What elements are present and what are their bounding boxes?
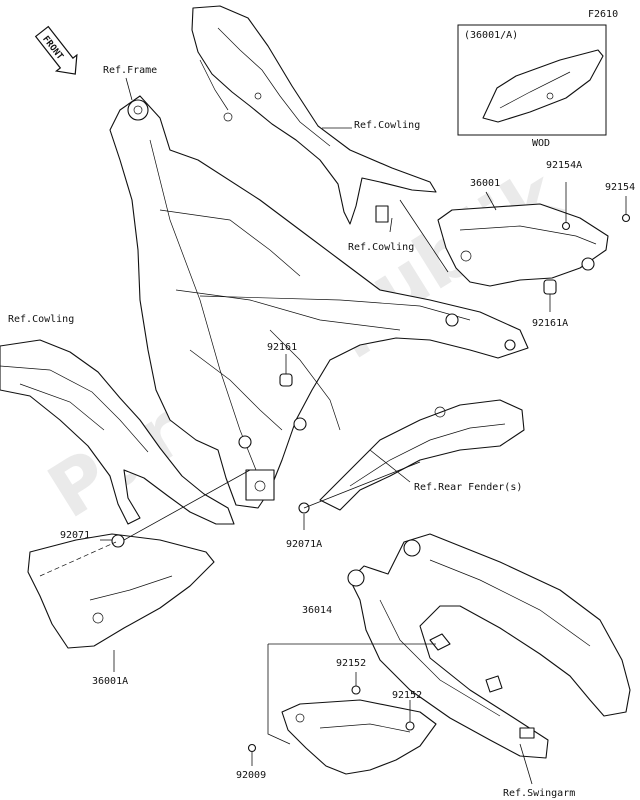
part-labels: Ref.Frame Ref.Cowling Ref.Cowling Ref.Co… xyxy=(8,65,635,799)
nut-92152-a xyxy=(351,685,361,695)
label-92161A: 92161A xyxy=(532,318,568,329)
label-92154: 92154 xyxy=(605,182,635,193)
label-92161: 92161 xyxy=(267,342,297,353)
side-cover-right-36001 xyxy=(437,203,609,287)
label-92154A: 92154A xyxy=(546,160,582,171)
side-cover-left-36001A xyxy=(27,533,215,649)
left-cowling-part xyxy=(0,339,235,525)
frame-part xyxy=(109,95,529,509)
label-36014: 36014 xyxy=(302,605,332,616)
label-36001: 36001 xyxy=(470,178,500,189)
label-ref-cowling-left: Ref.Cowling xyxy=(8,314,74,325)
rear-fender-part xyxy=(319,399,525,511)
bolt-92009 xyxy=(247,743,257,753)
label-92009: 92009 xyxy=(236,770,266,781)
grommet-92161A xyxy=(543,279,557,295)
upper-cowling-part xyxy=(191,5,437,225)
leader-lines xyxy=(100,77,627,785)
front-direction-arrow-icon: FRONT xyxy=(34,25,78,75)
label-ref-swingarm: Ref.Swingarm xyxy=(503,788,575,799)
label-36001A: 36001A xyxy=(92,676,128,687)
inset-title: (36001/A) xyxy=(464,30,518,41)
nut-92152-b xyxy=(405,721,415,731)
label-92152-a: 92152 xyxy=(336,658,366,669)
bolt-92154 xyxy=(621,213,631,223)
chain-guard-36014 xyxy=(281,633,503,775)
figure-code: F2610 xyxy=(588,9,618,20)
label-92152-b: 92152 xyxy=(392,690,422,701)
label-ref-frame: Ref.Frame xyxy=(103,65,157,76)
label-ref-rear-fender: Ref.Rear Fender(s) xyxy=(414,482,522,493)
bolt-92154A xyxy=(561,221,571,231)
grommet-92161 xyxy=(279,373,293,387)
swingarm-part xyxy=(347,533,631,759)
label-92071: 92071 xyxy=(60,530,90,541)
inset-caption: WOD xyxy=(532,138,550,149)
label-ref-cowling-mid: Ref.Cowling xyxy=(348,242,414,253)
label-ref-cowling-top: Ref.Cowling xyxy=(354,120,420,131)
inset-36001A-variant: (36001/A) WOD xyxy=(457,24,607,149)
label-92071A: 92071A xyxy=(286,539,322,550)
